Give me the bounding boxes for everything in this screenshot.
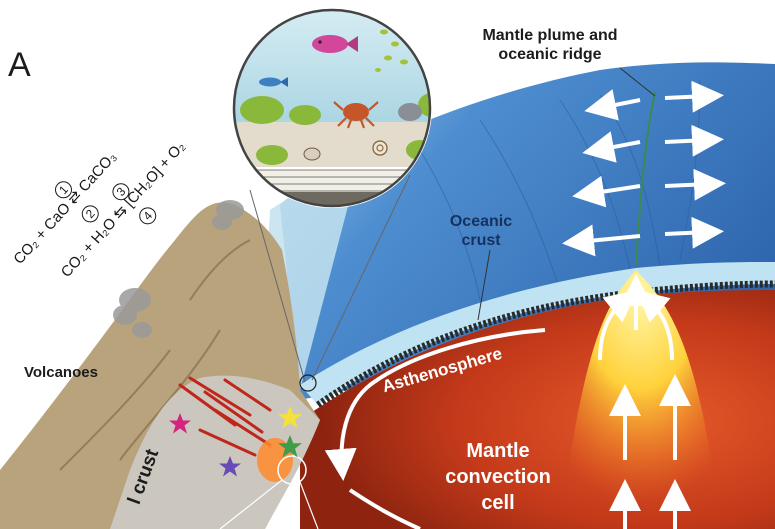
oceanic-crust-label-line-1: Oceanic bbox=[449, 213, 513, 230]
convection-label-line-2: convection bbox=[445, 466, 551, 488]
zoom-line-right bbox=[311, 174, 411, 381]
oceanic-lithosphere bbox=[300, 262, 775, 405]
oceanic-crust-leader-line bbox=[477, 249, 491, 321]
oceanic-crust-rim bbox=[315, 280, 775, 408]
mussel-icon bbox=[303, 147, 321, 161]
zoom-line-left bbox=[249, 189, 306, 383]
asthenosphere-flow-arrow bbox=[324, 328, 546, 481]
crab-icon bbox=[333, 101, 379, 129]
rock-icon bbox=[398, 103, 422, 121]
upwelling-arrows bbox=[598, 274, 691, 529]
oceanic-ridge-line bbox=[635, 91, 656, 266]
magma-zoom-circle bbox=[277, 455, 307, 485]
magenta-star bbox=[169, 413, 191, 434]
zoom-target-circle bbox=[299, 374, 317, 392]
convection-label-line-1: Mantle bbox=[466, 440, 530, 462]
magma-dikes bbox=[178, 376, 272, 457]
step-4-circle bbox=[139, 207, 157, 225]
oceanic-crust-label: Oceanic crust bbox=[446, 212, 516, 250]
step-2-circle bbox=[81, 205, 99, 223]
continent-ridges bbox=[59, 239, 251, 471]
purple-star bbox=[219, 456, 241, 477]
convection-label-line-3: cell bbox=[481, 492, 515, 514]
plume-label-line-2: oceanic ridge bbox=[498, 46, 602, 63]
return-flow-arrow bbox=[348, 488, 421, 529]
magma-zoom-line-left bbox=[219, 479, 283, 529]
green-star bbox=[278, 435, 302, 458]
small-fish-icon bbox=[259, 77, 288, 87]
plume-leader-line bbox=[619, 67, 656, 97]
fish-icon bbox=[312, 35, 358, 53]
plume-label-line-1: Mantle plume and bbox=[482, 27, 618, 44]
oceanic-crust-label-line-2: crust bbox=[461, 232, 501, 249]
equation-1: CO₂ + CaO ⇄ CaCO₃ bbox=[10, 149, 120, 268]
step-3-circle bbox=[112, 183, 130, 201]
continental-crust bbox=[110, 375, 320, 529]
snail-icon bbox=[372, 140, 388, 156]
panel-label: A bbox=[8, 46, 31, 84]
yellow-star bbox=[278, 406, 302, 429]
step-4-label: 4 bbox=[140, 208, 155, 223]
convection-cell-label: Mantle convection cell bbox=[428, 438, 568, 516]
volcanic-ash-plumes bbox=[113, 200, 244, 338]
magma-zoom-line-right bbox=[299, 481, 319, 529]
step-1-circle bbox=[54, 181, 72, 199]
volcanoes-label: Volcanoes bbox=[24, 364, 98, 381]
step-2-label: 2 bbox=[83, 206, 98, 221]
magma-chamber bbox=[257, 438, 293, 482]
plume-label: Mantle plume and oceanic ridge bbox=[468, 26, 632, 64]
spreading-arrows bbox=[562, 80, 726, 257]
